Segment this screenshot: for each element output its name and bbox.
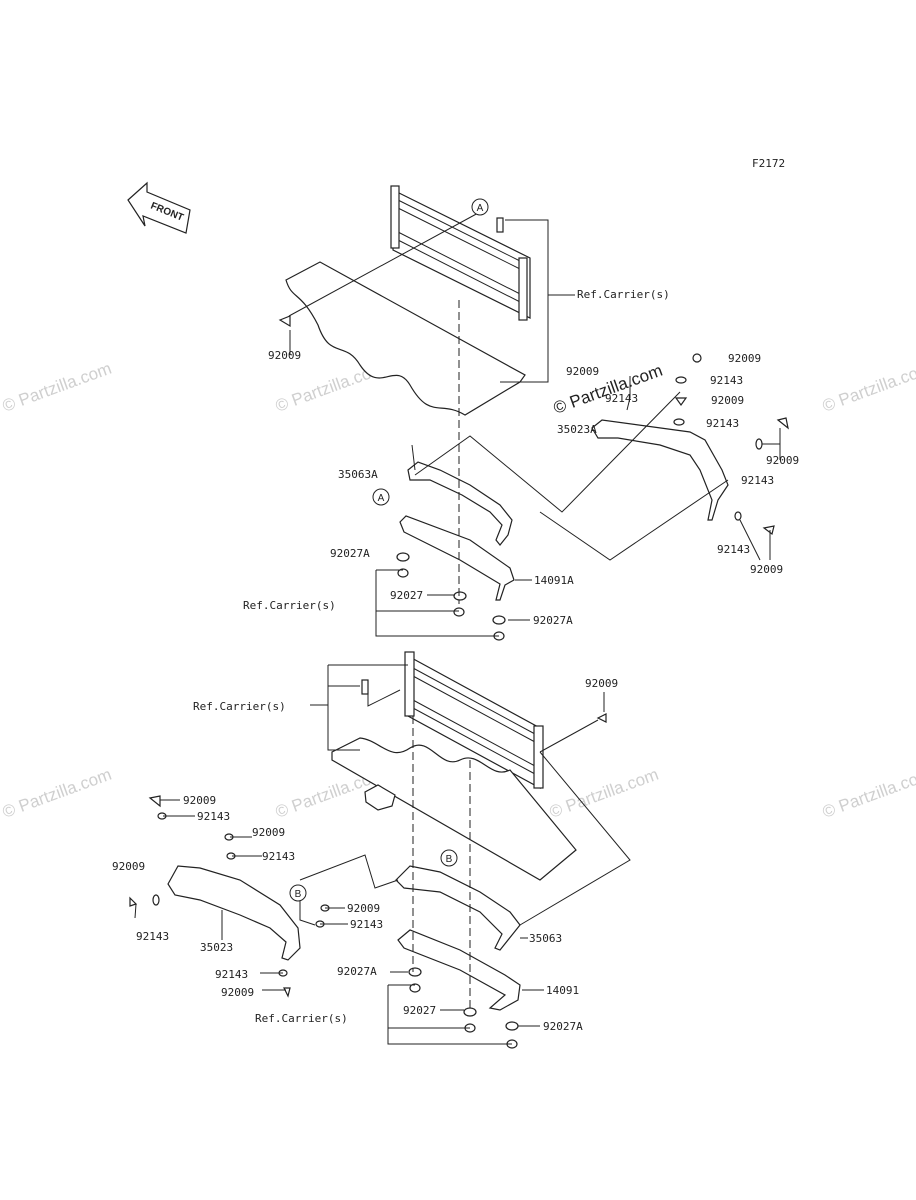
part-label: 35023A — [557, 423, 597, 436]
part-label: 35063A — [338, 468, 378, 481]
part-label: 92009 — [566, 365, 599, 378]
lower-fender-35023 — [167, 865, 301, 961]
part-label: 92143 — [350, 918, 383, 931]
upper-leader-lines — [288, 211, 781, 637]
callout-b-label: B — [446, 854, 453, 865]
part-label: 92009 — [252, 826, 285, 839]
part-label: 92027 — [403, 1004, 436, 1017]
upper-mat — [285, 261, 526, 416]
watermark-text: © Partzilla.com — [0, 359, 114, 416]
part-label: 35023 — [200, 941, 233, 954]
part-label: 92027A — [337, 965, 377, 978]
part-label: 92143 — [136, 930, 169, 943]
part-label: 14091 — [546, 984, 579, 997]
watermark-text: © Partzilla.com — [547, 765, 661, 822]
watermarks: © Partzilla.com © Partzilla.com © Partzi… — [0, 359, 916, 822]
watermark-text: © Partzilla.com — [820, 359, 916, 416]
callout-a-top: A — [471, 198, 489, 216]
part-label: 92027 — [390, 589, 423, 602]
lower-bracket-35063 — [395, 865, 521, 951]
part-label: 92143 — [706, 417, 739, 430]
watermark-text: © Partzilla.com — [0, 765, 114, 822]
callout-a-label: A — [378, 493, 385, 504]
front-arrow-icon: FRONT — [127, 181, 191, 234]
lower-carrier-frame — [404, 651, 544, 790]
upper-assembly: A A Ref.Carrier(s) 92009 92009 92009 921… — [243, 185, 799, 641]
callout-a-mid: A — [372, 488, 390, 506]
callout-b-label: B — [295, 889, 302, 900]
upper-hardware — [278, 217, 789, 641]
part-label: 92143 — [262, 850, 295, 863]
callout-a-label: A — [477, 203, 484, 214]
upper-fender-35023A — [591, 419, 729, 521]
ref-carrier-label: Ref.Carrier(s) — [577, 288, 670, 301]
upper-rail-14091A — [399, 515, 515, 601]
part-label: 92143 — [741, 474, 774, 487]
watermark-text: © Partzilla.com — [820, 765, 916, 822]
part-label: 92143 — [197, 810, 230, 823]
part-label: 92009 — [183, 794, 216, 807]
ref-carrier-label: Ref.Carrier(s) — [255, 1012, 348, 1025]
part-label: 92143 — [215, 968, 248, 981]
lower-assembly: B B 92009 Ref.Carrier(s) 92009 92143 920… — [112, 651, 631, 1049]
part-label: 92009 — [268, 349, 301, 362]
part-label: 35063 — [529, 932, 562, 945]
part-label: 92009 — [711, 394, 744, 407]
part-label: 92027A — [533, 614, 573, 627]
upper-carrier-frame — [390, 185, 531, 321]
lower-rail-14091 — [397, 929, 521, 1011]
part-label: 92143 — [717, 543, 750, 556]
part-label: 92009 — [585, 677, 618, 690]
ref-carrier-label: Ref.Carrier(s) — [243, 599, 336, 612]
part-label: 92143 — [605, 392, 638, 405]
part-label: 92009 — [347, 902, 380, 915]
lower-mat-handle — [364, 784, 396, 811]
callout-b-left: B — [289, 884, 307, 902]
part-label: 92009 — [728, 352, 761, 365]
figure-code: F2172 — [752, 157, 785, 170]
part-label: 92009 — [750, 563, 783, 576]
part-label: 92009 — [221, 986, 254, 999]
lower-leader-lines — [134, 664, 631, 1045]
part-label: 92143 — [710, 374, 743, 387]
part-label: 14091A — [534, 574, 574, 587]
part-label: 92027A — [543, 1020, 583, 1033]
ref-carrier-label: Ref.Carrier(s) — [193, 700, 286, 713]
part-label: 92027A — [330, 547, 370, 560]
lower-mat — [331, 737, 577, 881]
part-label: 92009 — [112, 860, 145, 873]
part-label: 92009 — [766, 454, 799, 467]
upper-bracket-35063A — [407, 461, 513, 546]
callout-b-right: B — [440, 849, 458, 867]
